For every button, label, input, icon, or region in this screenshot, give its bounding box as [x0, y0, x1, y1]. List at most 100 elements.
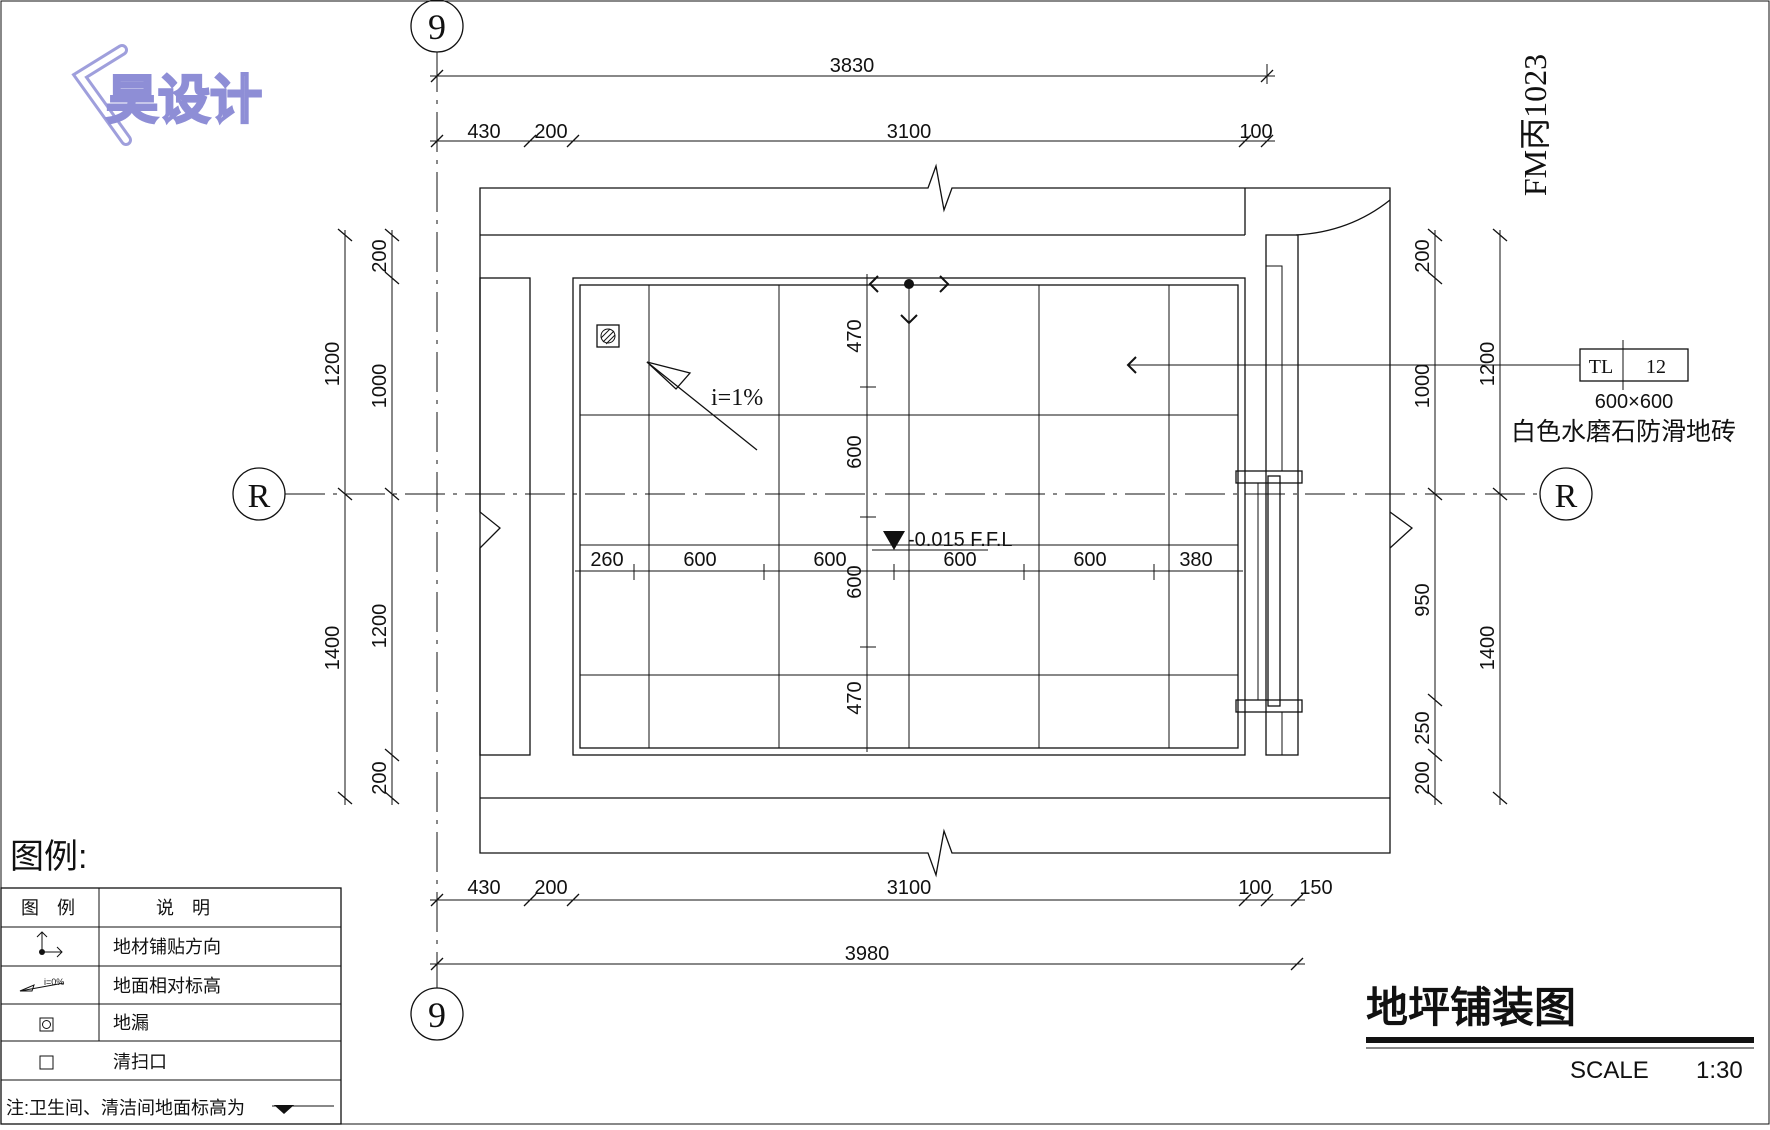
logo-chevron-inner-icon: [75, 47, 129, 143]
tile-row-dimension: 260 600 600 600 600 380: [575, 549, 1243, 580]
tile-field-outer: [572, 277, 1246, 756]
dim-tick: [384, 228, 400, 242]
dim-tick: [1238, 893, 1252, 907]
dim-text: 600: [813, 549, 846, 571]
cleanout-icon: [39, 1055, 54, 1070]
dim-text: 260: [590, 549, 623, 571]
axis-label-r-right: R: [1555, 478, 1578, 515]
elevation-symbol-icon: [272, 1105, 334, 1114]
legend-note: 注:卫生间、清洁间地面标高为: [6, 1098, 245, 1118]
dim-tick: [384, 748, 400, 762]
legend-desc: 地材铺贴方向: [113, 937, 221, 957]
grid-bubble-top-9: 9: [410, 0, 464, 53]
dim-text: 3830: [830, 55, 875, 77]
legend-title: 图例:: [10, 838, 87, 876]
axis-label-r-left: R: [248, 478, 271, 515]
right-outer-dimension: 1200 1400: [1477, 228, 1508, 805]
material-tag-box: [1579, 348, 1689, 382]
slope-arrow-icon: [646, 361, 692, 390]
dim-text: 200: [534, 877, 567, 899]
drawing-title: 地坪铺装图: [1366, 984, 1576, 1031]
floor-drain-icon: [596, 324, 620, 348]
callout-arrow-icon: [1126, 356, 1137, 374]
dim-text: 470: [844, 681, 866, 714]
dim-tick: [1427, 271, 1443, 285]
dim-text: 380: [1179, 549, 1212, 571]
dim-text: 1200: [1477, 342, 1499, 387]
dim-tick: [337, 228, 353, 242]
dim-text: 200: [369, 239, 391, 272]
elevation-text: -0.015 F.F.L: [908, 529, 1013, 551]
chevron-right-icon: [939, 275, 950, 293]
slope-line: [646, 361, 758, 451]
partition-cap-bottom: [1235, 699, 1303, 713]
floor-drain-hatch: [605, 334, 616, 345]
title-block: 地坪铺装图 SCALE 1:30: [1366, 984, 1754, 1084]
floor-drain-inner: [600, 328, 616, 344]
dim-text: 600: [844, 435, 866, 468]
dim-tick: [523, 134, 537, 148]
pier-inner-top: [1265, 265, 1283, 472]
chevron-left-icon: [868, 275, 879, 293]
legend-header-desc: 说 明: [156, 898, 210, 918]
bottom-total-dimension: 3980: [430, 943, 1305, 971]
dim-text: 600: [1073, 549, 1106, 571]
dim-tick: [430, 893, 444, 907]
dim-text: 200: [534, 121, 567, 143]
floor-drain-symbol: [596, 324, 620, 348]
chevron-down-icon: [900, 314, 918, 325]
dim-tick: [384, 487, 400, 501]
floor-drain-hatch: [602, 330, 615, 343]
top-parts-dimension: 430 200 3100 100: [430, 121, 1275, 148]
dim-text: 1200: [322, 342, 344, 387]
dim-tick: [1492, 228, 1508, 242]
door-code-label: FM丙1023: [1517, 54, 1553, 196]
dim-tick: [1427, 228, 1443, 242]
right-inner-dimension: 200 1000 950 250 200: [1412, 228, 1443, 805]
relative-elevation-icon-text: i=0%: [44, 977, 64, 987]
dim-tick: [430, 957, 444, 971]
dim-tick: [337, 487, 353, 501]
dim-text: 250: [1412, 711, 1434, 744]
outer-wall-boundary: [479, 163, 1391, 878]
dim-text: 3100: [887, 877, 932, 899]
dim-tick: [523, 893, 537, 907]
slope-text: i=1%: [711, 385, 763, 411]
left-outer-dimension: 1200 1400: [322, 228, 353, 805]
dim-tick: [384, 271, 400, 285]
dim-tick: [1492, 791, 1508, 805]
elevation-marker: -0.015 F.F.L: [872, 529, 1013, 551]
dim-text: 150: [1299, 877, 1332, 899]
material-tag-number: 12: [1646, 356, 1666, 378]
scale-value: 1:30: [1696, 1057, 1743, 1084]
dim-text: 100: [1238, 877, 1271, 899]
pier-inner-bottom: [1265, 711, 1283, 756]
partition-cap-top: [1235, 470, 1303, 484]
relative-elevation-icon: i=0%: [19, 977, 64, 992]
dim-text: 200: [1412, 239, 1434, 272]
tile-col-dimension: 470 600 600 470: [844, 274, 876, 752]
room-walls: [479, 163, 1414, 878]
axis-circle: [1539, 467, 1593, 521]
grid-bubble-bottom-9: 9: [410, 987, 464, 1041]
dim-tick: [1290, 957, 1304, 971]
dim-text: 1200: [369, 604, 391, 649]
dim-tick: [1260, 134, 1274, 148]
dim-text: 200: [1412, 761, 1434, 794]
door-swing-arc: [1295, 199, 1391, 236]
legend-desc: 地面相对标高: [113, 976, 221, 996]
paving-direction-symbol: [868, 275, 950, 545]
dim-text: 430: [467, 121, 500, 143]
dim-text: 430: [467, 877, 500, 899]
legend-table: [0, 887, 342, 1125]
floor-drain-icon: [39, 1017, 54, 1032]
dim-text: 470: [844, 319, 866, 352]
dim-text: 1400: [322, 626, 344, 671]
partition-panel: [1267, 475, 1281, 707]
legend-desc: 地漏: [113, 1013, 149, 1033]
top-total-dimension: 3830: [430, 55, 1275, 84]
dim-tick: [1427, 487, 1443, 501]
logo-text: 昊设计: [106, 72, 262, 130]
